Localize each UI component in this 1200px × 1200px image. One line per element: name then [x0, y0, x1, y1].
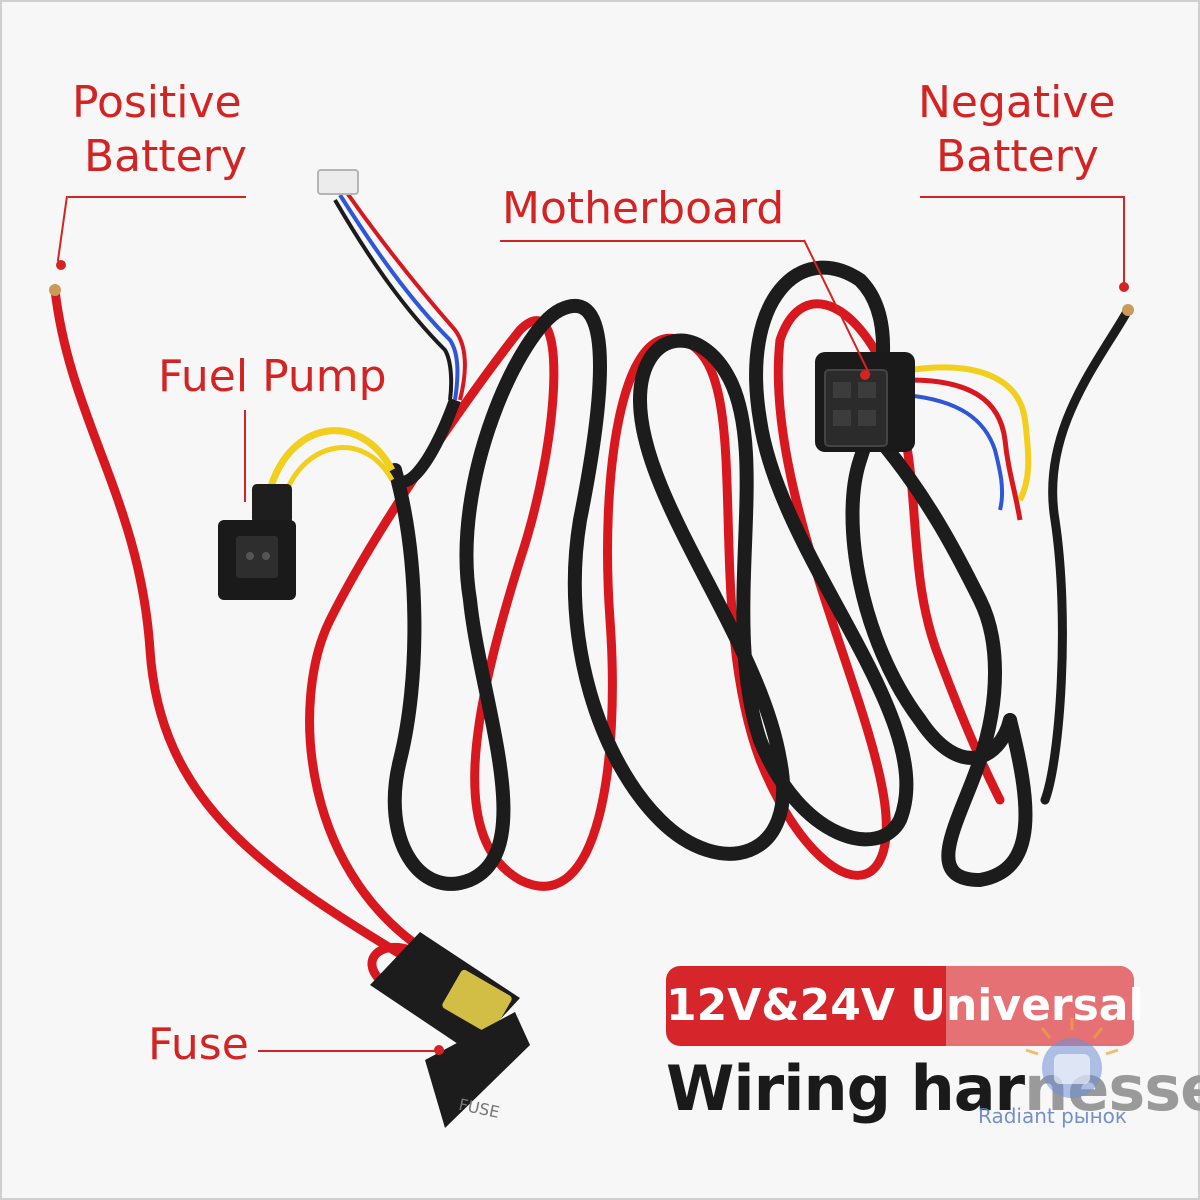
voltage-badge: 12V&24V Universal [666, 966, 1144, 1046]
negative-battery-label-line2: Battery [936, 131, 1099, 182]
fuel-pump-yellow-wire [266, 427, 396, 491]
positive-battery-label-line2: Battery [84, 131, 247, 182]
positive-battery-leader-horizontal [68, 196, 246, 198]
fuse-label: Fuse [148, 1019, 249, 1070]
fuel-pump-connector-body [252, 484, 292, 524]
motherboard-label: Motherboard [502, 183, 785, 234]
positive-battery-wire [50, 285, 415, 965]
fuse-dot [434, 1045, 444, 1055]
fuse-blade [442, 969, 512, 1035]
blue-signal-wire [904, 393, 1005, 511]
product-title-main: Wiring har [666, 1052, 1025, 1125]
fuse-cover [425, 1012, 530, 1128]
motherboard-connector-face [824, 369, 888, 447]
fuel-pump-label: Fuel Pump [158, 351, 387, 402]
negative-battery-leader-horizontal [920, 196, 1124, 198]
black-harness-trunk [873, 433, 1033, 888]
positive-battery-label-line1: Positive [72, 77, 242, 128]
sensor-red-wire [343, 188, 467, 401]
sensor-blue-wire [338, 193, 460, 401]
yellow-signal-wire [909, 364, 1032, 502]
fuse-red-wire [367, 942, 412, 984]
sensor-plug [317, 169, 359, 195]
motherboard-dot [860, 370, 870, 380]
badge-watermark-overlay [946, 966, 1134, 1046]
sensor-harness [389, 397, 461, 488]
fuse-leader [258, 1050, 436, 1052]
black-harness-loop [387, 260, 1017, 891]
negative-battery-wire [1040, 305, 1133, 805]
watermark-text: Radiant рынок [978, 1104, 1127, 1128]
fuel-pump-leader [244, 410, 246, 502]
sensor-black-wire [333, 198, 454, 401]
fuel-pump-yellow-wire-2 [282, 445, 395, 496]
motherboard-leader-horizontal [500, 240, 804, 242]
negative-battery-dot [1119, 282, 1129, 292]
red-signal-wire [909, 377, 1023, 521]
negative-battery-terminal [1122, 304, 1134, 316]
watermark-logo-icon [1025, 1018, 1119, 1098]
fuse-cover-label: FUSE [457, 1095, 501, 1122]
negative-battery-leader-vertical [1123, 196, 1125, 284]
positive-battery-terminal [49, 284, 61, 296]
negative-battery-label-line1: Negative [918, 77, 1116, 128]
positive-battery-dot [56, 260, 66, 270]
fuel-pump-connector-socket [236, 536, 278, 578]
